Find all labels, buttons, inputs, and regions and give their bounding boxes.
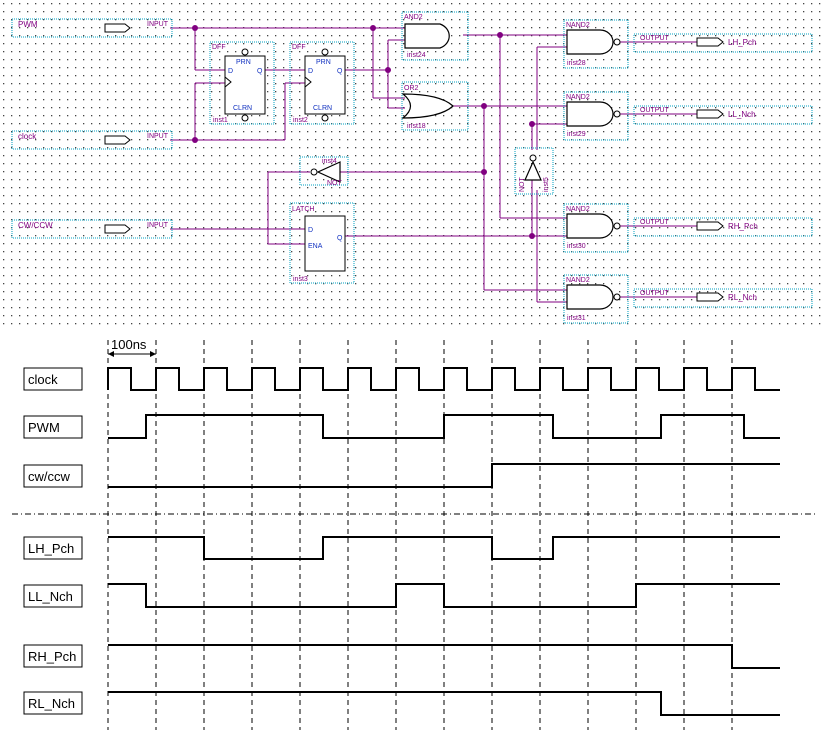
- and-gate-inst24: AND2 inst24: [401, 11, 469, 61]
- input-pin-cwccw: CW/CCW INPUT: [11, 219, 173, 239]
- svg-text:PRN: PRN: [236, 59, 251, 66]
- nand-gate-inst30: NAND2 inst30: [563, 203, 629, 253]
- input-pin-pwm: PWM INPUT: [11, 18, 173, 38]
- time-scale-label: 100ns: [111, 337, 147, 352]
- waveform-ll-nch: [108, 583, 780, 608]
- svg-text:inst2: inst2: [293, 117, 308, 124]
- svg-text:inst29: inst29: [567, 131, 586, 138]
- signal-label-pwm: PWM: [28, 420, 60, 435]
- svg-text:OUTPUT: OUTPUT: [640, 107, 670, 114]
- signal-label-lh-pch: LH_Pch: [28, 541, 74, 556]
- svg-text:OUTPUT: OUTPUT: [640, 219, 670, 226]
- svg-text:inst1: inst1: [213, 117, 228, 124]
- time-grid: [107, 340, 733, 730]
- output-pin-rh-pch: OUTPUT RH_Pch: [633, 217, 813, 237]
- nand-gate-inst31: NAND2 inst31: [563, 274, 629, 324]
- svg-text:NAND2: NAND2: [566, 206, 590, 213]
- not-gate-inst5: NOT inst5: [514, 147, 554, 195]
- svg-text:NOT: NOT: [327, 180, 343, 187]
- svg-text:Q: Q: [337, 68, 343, 75]
- svg-text:CLRN: CLRN: [313, 105, 332, 112]
- signal-label-cwccw: cw/ccw: [28, 469, 71, 484]
- svg-text:CLRN: CLRN: [233, 105, 252, 112]
- output-rl-nch-label: RL_Nch: [728, 293, 757, 302]
- svg-text:Q: Q: [337, 235, 343, 242]
- output-pin-rl-nch: OUTPUT RL_Nch: [633, 288, 813, 308]
- svg-text:inst3: inst3: [293, 276, 308, 283]
- svg-text:NAND2: NAND2: [566, 277, 590, 284]
- signal-label-clock: clock: [28, 372, 58, 387]
- junction-nodes: [192, 25, 535, 239]
- nand-gate-inst28: NAND2 inst28: [563, 19, 629, 69]
- signal-label-rh-pch: RH_Pch: [28, 649, 76, 664]
- svg-text:inst18: inst18: [407, 123, 426, 130]
- output-pin-ll-nch: OUTPUT LL_Nch: [633, 105, 813, 125]
- svg-text:ENA: ENA: [308, 243, 323, 250]
- output-rh-pch-label: RH_Pch: [728, 222, 758, 231]
- timing-diagram: 100ns clock PWM cw/ccw LH_Pch LL_Nch RH_…: [0, 330, 825, 746]
- input-clock-label: clock: [18, 132, 37, 141]
- input-cwccw-label: CW/CCW: [18, 221, 53, 230]
- svg-text:INPUT: INPUT: [147, 133, 169, 140]
- input-pwm-label: PWM: [18, 20, 38, 29]
- output-ll-nch-label: LL_Nch: [728, 110, 756, 119]
- svg-text:D: D: [228, 68, 233, 75]
- output-pin-lh-pch: OUTPUT LH_Pch: [633, 33, 813, 53]
- waveform-lh-pch: [108, 536, 780, 560]
- signal-label-ll-nch: LL_Nch: [28, 589, 73, 604]
- svg-text:OUTPUT: OUTPUT: [640, 35, 670, 42]
- nand-gate-inst29: NAND2 inst29: [563, 91, 629, 141]
- svg-text:inst4: inst4: [322, 158, 337, 165]
- svg-text:inst24: inst24: [407, 52, 426, 59]
- svg-text:AND2: AND2: [404, 14, 423, 21]
- svg-text:INPUT: INPUT: [147, 21, 169, 28]
- waveform-clock: [107, 367, 780, 391]
- svg-text:DFF: DFF: [212, 44, 226, 51]
- svg-text:INPUT: INPUT: [147, 222, 169, 229]
- output-lh-pch-label: LH_Pch: [728, 38, 756, 47]
- dff-inst2: DFF PRN D Q CLRN inst2: [289, 41, 355, 125]
- waveform-rh-pch: [108, 644, 780, 669]
- svg-text:inst5: inst5: [543, 177, 550, 192]
- svg-text:inst28: inst28: [567, 60, 586, 67]
- svg-text:DFF: DFF: [292, 44, 306, 51]
- svg-text:LATCH: LATCH: [292, 206, 314, 213]
- signal-labels: clock PWM cw/ccw LH_Pch LL_Nch RH_Pch RL…: [23, 367, 83, 715]
- or-gate-inst18: OR2 inst18: [401, 81, 469, 131]
- waveform-pwm: [108, 414, 780, 439]
- svg-text:NAND2: NAND2: [566, 94, 590, 101]
- dff-inst1: DFF PRN D Q CLRN inst1: [209, 41, 275, 125]
- svg-text:PRN: PRN: [316, 59, 331, 66]
- svg-text:OR2: OR2: [404, 85, 419, 92]
- dot-grid-background: [0, 0, 825, 330]
- time-scale-marker: 100ns: [108, 337, 156, 357]
- svg-text:D: D: [308, 68, 313, 75]
- svg-text:OUTPUT: OUTPUT: [640, 290, 670, 297]
- svg-text:D: D: [308, 227, 313, 234]
- svg-text:NOT: NOT: [519, 177, 526, 193]
- svg-text:inst30: inst30: [567, 243, 586, 250]
- circuit-schematic: PWM INPUT clock INPUT CW/CCW INPUT DFF P…: [0, 0, 825, 330]
- svg-text:inst31: inst31: [567, 315, 586, 322]
- input-pin-clock: clock INPUT: [11, 130, 173, 150]
- signal-label-rl-nch: RL_Nch: [28, 696, 75, 711]
- svg-text:NAND2: NAND2: [566, 22, 590, 29]
- waveform-cwccw: [108, 463, 780, 488]
- waveform-rl-nch: [108, 691, 780, 716]
- latch-inst3: LATCH D Q ENA inst3: [289, 202, 355, 284]
- svg-text:Q: Q: [257, 68, 263, 75]
- not-gate-inst4: inst4 NOT: [299, 156, 349, 187]
